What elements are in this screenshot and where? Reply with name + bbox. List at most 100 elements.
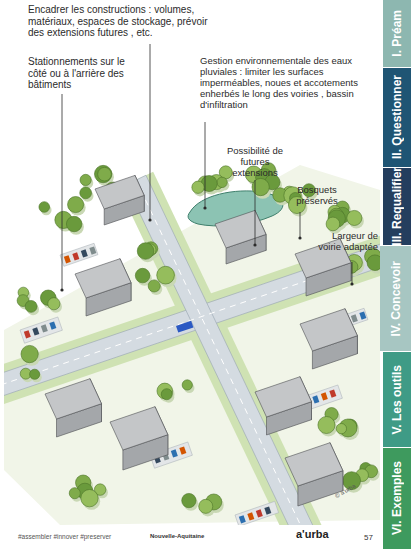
tree xyxy=(161,389,172,400)
page-number: 57 xyxy=(364,533,380,542)
tree xyxy=(94,165,111,182)
leader-line xyxy=(352,262,353,284)
car xyxy=(81,249,88,257)
building-roof xyxy=(215,210,266,248)
leader-line xyxy=(205,122,206,208)
tree xyxy=(39,202,50,213)
car xyxy=(256,509,263,517)
building-roof xyxy=(110,407,168,450)
section-tab: VI. Exemples xyxy=(383,448,411,550)
callout-text: Largeur de voirie adaptée xyxy=(312,231,378,253)
callout-text: Gestion environnementale des eaux pluvia… xyxy=(200,56,376,111)
car xyxy=(72,252,79,260)
leader-line xyxy=(150,44,151,220)
leader-dot xyxy=(148,218,151,221)
tree xyxy=(192,181,204,193)
building xyxy=(285,443,343,506)
tree xyxy=(98,167,112,181)
tab-label: III. Requalifier xyxy=(390,167,404,246)
section-tab: III. Requalifier xyxy=(383,168,411,246)
building xyxy=(255,377,312,435)
section-tab: V. Les outils xyxy=(383,352,411,448)
building xyxy=(300,309,357,369)
tree xyxy=(326,217,340,231)
logo-text: a'urba xyxy=(296,528,356,541)
leader-line xyxy=(300,212,301,238)
hashtags: #assembler #innover #preserver xyxy=(18,533,148,540)
car xyxy=(239,515,246,523)
car xyxy=(247,512,254,520)
tab-label: IV. Concevoir xyxy=(389,261,403,337)
tree xyxy=(252,178,269,195)
callout-text: Stationnements sur le côté ou à l'arrièr… xyxy=(28,56,146,91)
building xyxy=(215,210,266,264)
section-tab: II. Questionner xyxy=(383,68,411,168)
logo-text: Nouvelle-Aquitaine xyxy=(150,533,220,540)
bus xyxy=(176,321,193,333)
parking-lot xyxy=(20,317,62,343)
tree xyxy=(25,300,37,312)
tab-label: I. Préam xyxy=(390,10,404,57)
leader-dot xyxy=(203,206,206,209)
car xyxy=(179,446,186,454)
section-tab: IV. Concevoir xyxy=(380,246,411,352)
section-tab: I. Préam xyxy=(383,0,411,68)
car xyxy=(32,327,39,335)
callout-text: Bosquets préservés xyxy=(284,185,350,207)
callout-text: Encadrer les constructions : volumes, ma… xyxy=(28,4,218,39)
tree xyxy=(48,298,60,310)
tree xyxy=(182,493,196,507)
lane-marking xyxy=(136,180,310,525)
building-roof xyxy=(300,309,357,351)
tree xyxy=(148,280,160,292)
car xyxy=(359,311,366,319)
tree xyxy=(318,416,335,433)
callout-text: Possibilité de futures extensions xyxy=(220,146,290,179)
leader-dot xyxy=(350,282,353,285)
tree xyxy=(367,255,380,271)
building-roof xyxy=(95,175,144,209)
tree xyxy=(81,490,98,507)
building xyxy=(95,175,144,225)
car xyxy=(321,392,328,400)
tab-label: VI. Exemples xyxy=(390,461,404,535)
leader-dot xyxy=(253,243,256,246)
tree xyxy=(21,345,38,362)
building xyxy=(110,407,168,470)
tree xyxy=(217,177,227,187)
car xyxy=(24,330,31,338)
tree xyxy=(137,243,154,260)
trees xyxy=(17,163,380,517)
car xyxy=(49,321,56,329)
car xyxy=(351,314,358,322)
car xyxy=(312,395,319,403)
tree xyxy=(80,187,92,199)
site-plan xyxy=(4,163,380,525)
building-roof xyxy=(285,443,343,486)
car xyxy=(41,324,48,332)
tree xyxy=(182,380,192,390)
tree xyxy=(336,423,346,433)
leader-dot xyxy=(298,236,301,239)
building xyxy=(45,379,102,437)
tree xyxy=(68,197,84,213)
building-roof xyxy=(45,379,102,419)
tree xyxy=(30,369,40,379)
building-roof xyxy=(255,377,312,417)
car xyxy=(171,449,178,457)
parking-lot xyxy=(60,243,98,266)
tree xyxy=(66,216,81,231)
car xyxy=(329,389,336,397)
parking-lot xyxy=(235,501,279,525)
car xyxy=(264,506,271,514)
tree xyxy=(347,210,362,225)
road xyxy=(126,175,320,525)
tree xyxy=(69,488,80,499)
building-roof xyxy=(75,259,131,298)
tree xyxy=(199,499,213,513)
car xyxy=(64,255,71,263)
tree xyxy=(135,268,150,283)
tab-label: II. Questionner xyxy=(390,75,404,159)
tab-label: V. Les outils xyxy=(390,365,404,435)
